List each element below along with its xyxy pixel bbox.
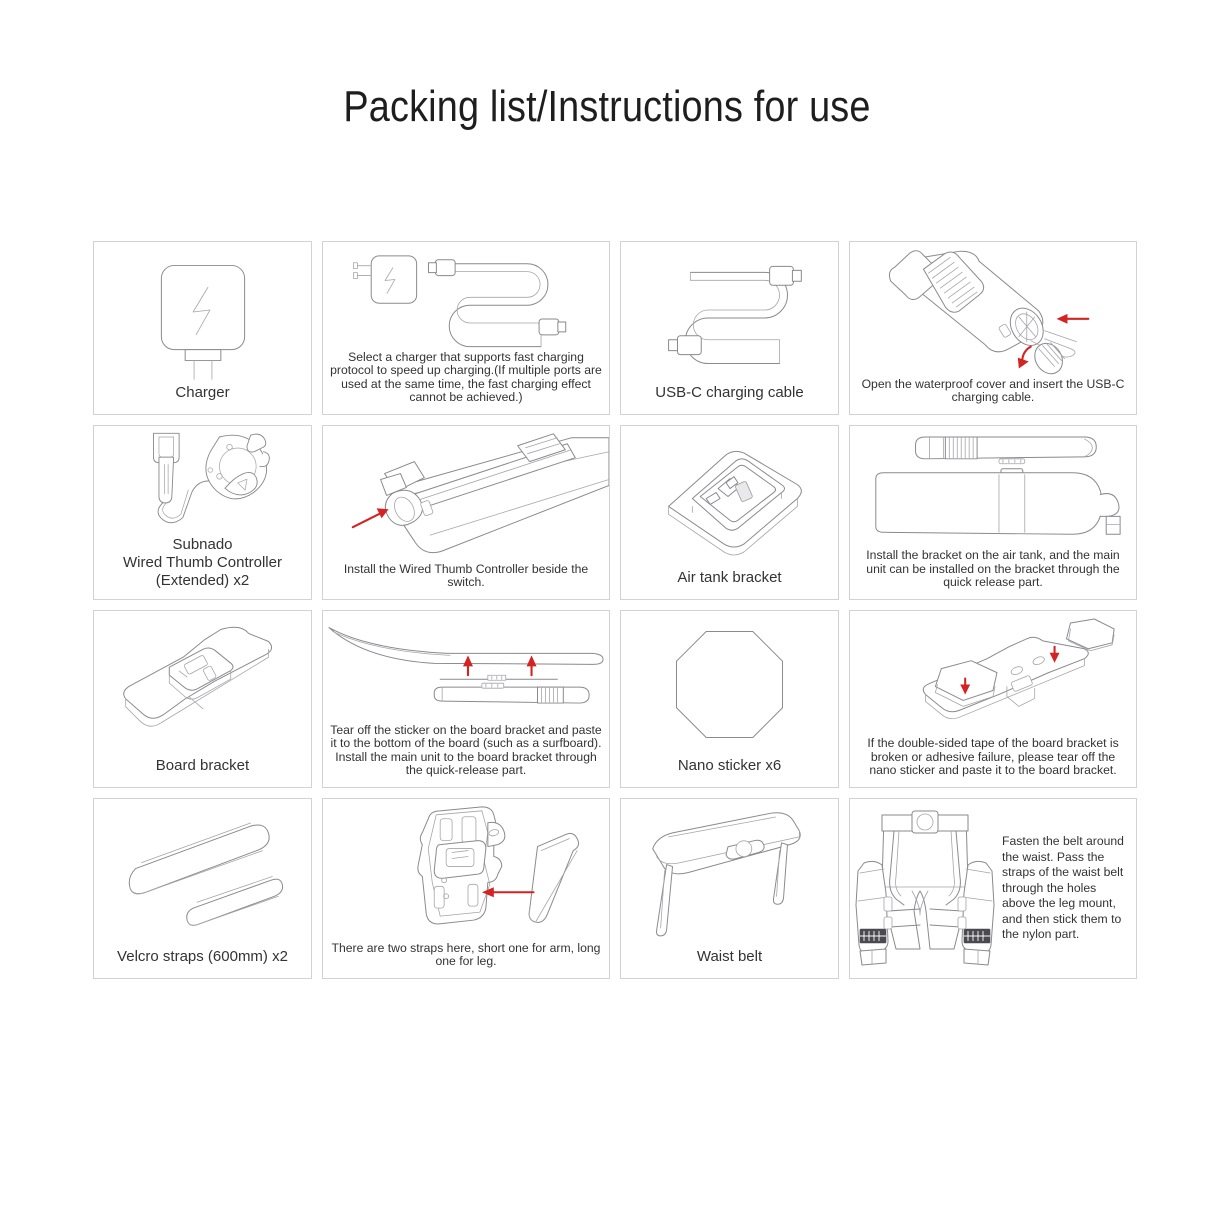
card-caption: There are two straps here, short one for… bbox=[331, 940, 601, 969]
card-waterproof-cover: Open the waterproof cover and insert the… bbox=[849, 241, 1137, 415]
arrow-icon bbox=[1049, 645, 1060, 663]
card-caption: Install the bracket on the air tank, and… bbox=[866, 548, 1120, 590]
card-controller-install: Install the Wired Thumb Controller besid… bbox=[322, 425, 610, 600]
arrow-icon bbox=[351, 508, 389, 529]
usb-c-cable-icon bbox=[621, 242, 838, 384]
air-tank-with-unit-icon bbox=[850, 426, 1136, 549]
card-velcro-straps: Velcro straps (600mm) x2 bbox=[93, 798, 312, 979]
card-caption: Waist belt bbox=[696, 948, 763, 965]
arrow-icon bbox=[1056, 313, 1090, 324]
surfboard-with-unit-icon bbox=[323, 611, 609, 724]
page-title: Packing list/Instructions for use bbox=[343, 82, 871, 131]
board-bracket-with-stickers-icon bbox=[850, 611, 1136, 737]
arrow-icon bbox=[960, 677, 971, 695]
grid-row: Subnado Wired Thumb Controller (Extended… bbox=[93, 425, 1138, 600]
grid-row: Charger bbox=[93, 241, 1138, 415]
card-caption: Nano sticker x6 bbox=[677, 757, 782, 774]
arrow-icon bbox=[463, 655, 473, 677]
grid-row: Board bracket bbox=[93, 610, 1138, 788]
card-caption: Install the Wired Thumb Controller besid… bbox=[343, 561, 589, 590]
card-caption: Subnado Wired Thumb Controller (Extended… bbox=[123, 536, 282, 589]
card-caption: USB-C charging cable bbox=[655, 384, 804, 401]
card-usb-c-cable: USB-C charging cable bbox=[620, 241, 839, 415]
air-tank-bracket-icon bbox=[621, 426, 838, 569]
card-nano-sticker-install: If the double-sided tape of the board br… bbox=[849, 610, 1137, 788]
leg-mount-with-strap-icon bbox=[323, 799, 609, 942]
belt-on-body-icon bbox=[850, 799, 1000, 978]
card-caption: Select a charger that supports fast char… bbox=[330, 349, 602, 405]
card-caption: Charger bbox=[175, 384, 230, 401]
grid-row: Velcro straps (600mm) x2 bbox=[93, 798, 1138, 979]
card-charger-note: Select a charger that supports fast char… bbox=[322, 241, 610, 415]
nano-sticker-icon bbox=[621, 611, 838, 757]
card-caption: Velcro straps (600mm) x2 bbox=[117, 948, 288, 965]
waist-belt-icon bbox=[621, 799, 838, 948]
card-straps-note: There are two straps here, short one for… bbox=[322, 798, 610, 979]
rotate-arrow-icon bbox=[1017, 345, 1032, 369]
card-caption: Air tank bracket bbox=[677, 569, 782, 586]
card-charger: Charger bbox=[93, 241, 312, 415]
card-air-tank-bracket: Air tank bracket bbox=[620, 425, 839, 600]
charger-with-cable-icon bbox=[323, 242, 609, 351]
card-belt-install: Fasten the belt around the waist. Pass t… bbox=[849, 798, 1137, 979]
card-air-tank-install: Install the bracket on the air tank, and… bbox=[849, 425, 1137, 600]
card-nano-sticker: Nano sticker x6 bbox=[620, 610, 839, 788]
wired-thumb-controller-icon bbox=[94, 426, 311, 536]
packing-list-grid: Charger bbox=[93, 241, 1138, 979]
charger-icon bbox=[94, 242, 311, 384]
card-caption: Fasten the belt around the waist. Pass t… bbox=[1002, 834, 1124, 942]
card-waist-belt: Waist belt bbox=[620, 798, 839, 979]
card-thumb-controller: Subnado Wired Thumb Controller (Extended… bbox=[93, 425, 312, 600]
card-caption: If the double-sided tape of the board br… bbox=[867, 736, 1119, 778]
card-caption: Open the waterproof cover and insert the… bbox=[861, 376, 1125, 405]
board-bracket-icon bbox=[94, 611, 311, 757]
arrow-icon bbox=[481, 887, 535, 898]
arrow-icon bbox=[526, 655, 537, 677]
card-caption: Tear off the sticker on the board bracke… bbox=[330, 722, 602, 778]
card-board-bracket: Board bracket bbox=[93, 610, 312, 788]
card-caption: Board bracket bbox=[155, 757, 250, 774]
controller-on-unit-icon bbox=[323, 426, 609, 563]
main-unit-waterproof-cover-icon bbox=[850, 242, 1136, 378]
velcro-straps-icon bbox=[94, 799, 311, 948]
card-board-bracket-install: Tear off the sticker on the board bracke… bbox=[322, 610, 610, 788]
